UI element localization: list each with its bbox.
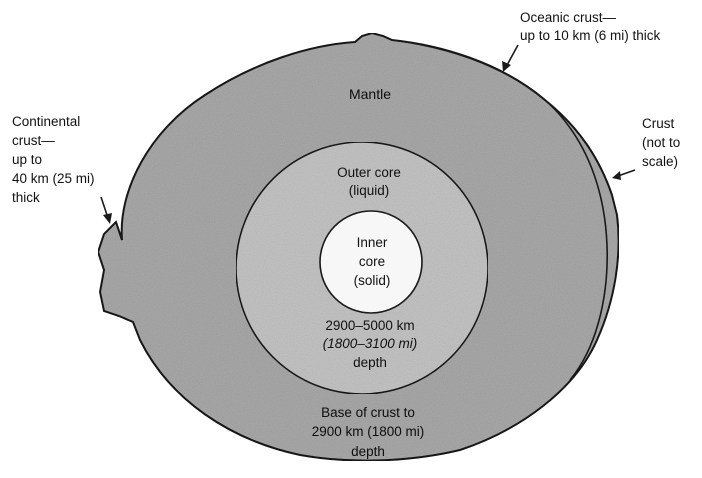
outer-core-depth-line2: (1800–3100 mi) — [323, 336, 418, 351]
continental-crust-label-line1: Continental — [12, 114, 80, 129]
oceanic-crust-arrowhead — [502, 61, 511, 72]
outer-core-label-line1: Outer core — [337, 165, 401, 180]
mantle-depth-line2: 2900 km (1800 mi) — [312, 424, 425, 439]
continental-crust-label-line3: up to — [12, 152, 42, 167]
outer-core-depth-line3: depth — [353, 355, 387, 370]
mantle-depth-line1: Base of crust to — [321, 405, 415, 420]
crust-note-arrow — [618, 170, 635, 176]
oceanic-crust-label-line2: up to 10 km (6 mi) thick — [520, 28, 661, 43]
mantle-depth-line3: depth — [351, 444, 385, 459]
crust-note-line3: scale) — [642, 154, 678, 169]
crust-note-line2: (not to — [642, 135, 680, 150]
outer-core-depth-line1: 2900–5000 km — [325, 318, 414, 333]
oceanic-crust-label-line1: Oceanic crust— — [520, 10, 617, 25]
outer-core-label-line2: (liquid) — [349, 183, 390, 198]
mantle-label: Mantle — [349, 86, 391, 102]
crust-note-line1: Crust — [642, 116, 675, 131]
inner-core-label-line2: core — [359, 254, 385, 269]
continental-crust-label-line4: 40 km (25 mi) — [12, 171, 95, 186]
inner-core-label-line1: Inner — [357, 235, 388, 250]
continental-crust-arrowhead — [103, 213, 112, 224]
continental-crust-label-line5: thick — [12, 190, 40, 205]
continental-crust-label-line2: crust— — [12, 133, 55, 148]
inner-core-label-line3: (solid) — [354, 273, 391, 288]
crust-note-arrowhead — [612, 171, 621, 180]
